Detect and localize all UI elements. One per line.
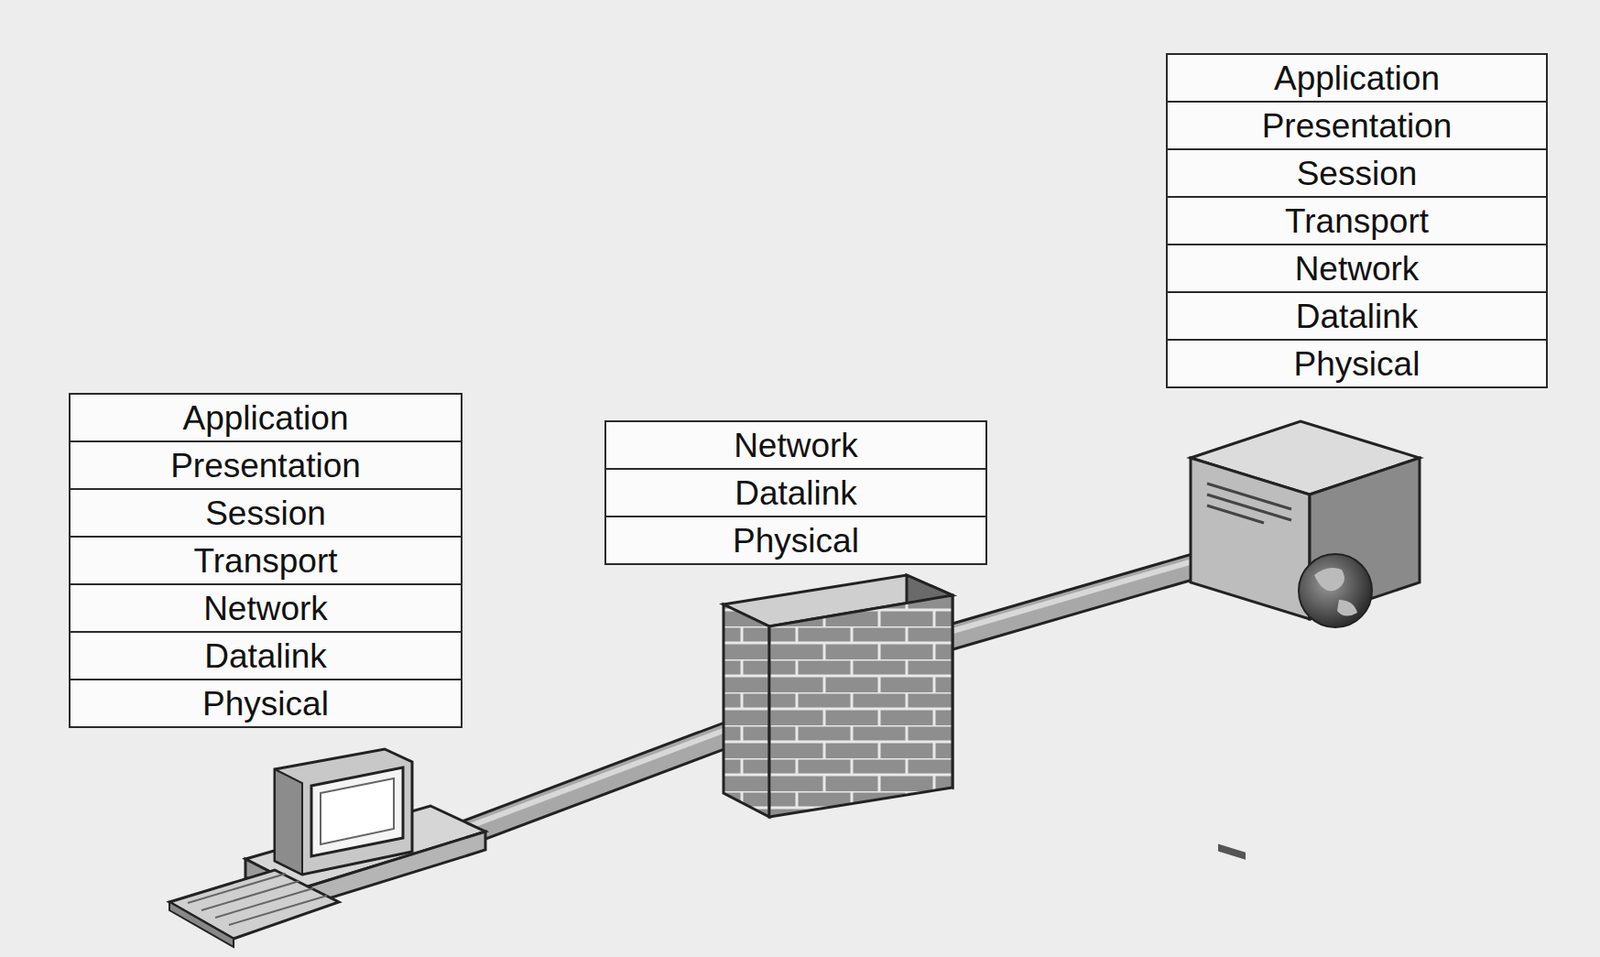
layer-name: Physical xyxy=(732,523,860,558)
layer-name: Physical xyxy=(1294,347,1421,381)
computer xyxy=(169,749,486,947)
layer-name: Network xyxy=(1295,251,1420,286)
layer-box: Application xyxy=(1165,53,1548,103)
layer-name: Datalink xyxy=(734,476,858,511)
layer-box: Transport xyxy=(68,535,463,586)
layer-name: Physical xyxy=(202,686,329,721)
layer-name: Application xyxy=(1273,61,1440,96)
layer-box: Datalink xyxy=(1165,291,1548,341)
layer-box: Transport xyxy=(1165,195,1548,246)
layer-name: Session xyxy=(1296,156,1418,191)
layer-box: Presentation xyxy=(1165,100,1548,151)
layer-box: Application xyxy=(68,392,463,443)
layer-box: Presentation xyxy=(68,440,463,490)
layer-box: Physical xyxy=(68,678,463,729)
layer-name: Transport xyxy=(194,544,338,578)
layer-box: Session xyxy=(68,488,463,538)
layer-name: Presentation xyxy=(1262,108,1453,143)
layer-box: Network xyxy=(68,583,463,633)
layer-box: Datalink xyxy=(68,631,463,681)
layer-name: Session xyxy=(205,496,327,531)
layer-name: Network xyxy=(733,428,859,463)
firewall-wall xyxy=(723,575,953,817)
layer-box: Physical xyxy=(1165,338,1548,389)
server xyxy=(1190,421,1420,860)
layer-name: Datalink xyxy=(1295,299,1419,334)
layer-name: Datalink xyxy=(204,639,327,674)
layer-name: Application xyxy=(182,401,349,436)
layer-name: Transport xyxy=(1284,204,1429,239)
layer-name: Presentation xyxy=(170,448,361,483)
layer-box: Session xyxy=(1165,148,1548,198)
layer-box: Physical xyxy=(604,515,988,566)
layer-name: Network xyxy=(203,591,328,626)
layer-box: Datalink xyxy=(604,468,988,518)
layer-box: Network xyxy=(604,420,988,470)
layer-box: Network xyxy=(1165,243,1548,294)
